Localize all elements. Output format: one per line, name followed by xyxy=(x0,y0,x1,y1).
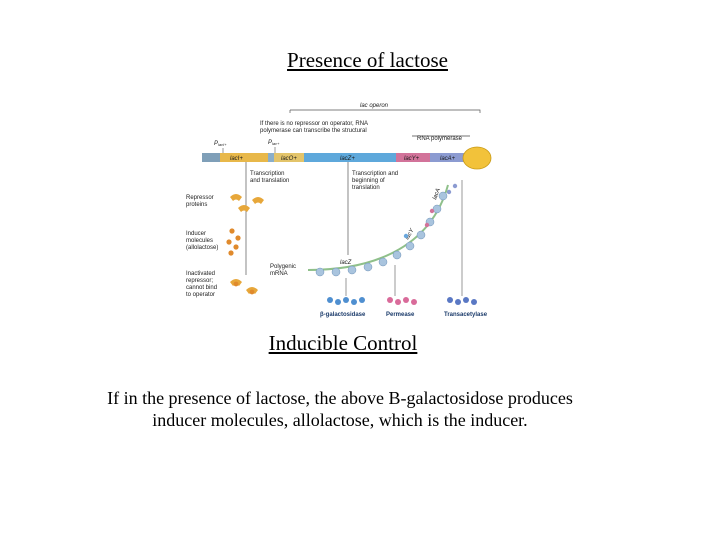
promoter-lac-label: Plac+ xyxy=(268,140,280,146)
mrna-strand xyxy=(307,184,449,271)
polygenic-label-2: mRNA xyxy=(270,271,288,277)
note-line-1: If there is no repressor on operator, RN… xyxy=(260,121,368,127)
product-arrows xyxy=(345,180,463,296)
nascent-proteins-icon xyxy=(403,183,458,239)
segment-lacz-label: lacZ+ xyxy=(340,156,355,162)
segment-lacy xyxy=(396,153,430,162)
body-line-2: inducer molecules, allolactose, which is… xyxy=(152,410,528,430)
segment-laco-label: lacO+ xyxy=(281,156,297,162)
segment-lacz xyxy=(304,153,396,162)
slide-title: Presence of lactose xyxy=(287,48,448,72)
slide-body: If in the presence of lactose, the above… xyxy=(0,387,680,431)
repressor-label-2: proteins xyxy=(186,202,207,208)
body-line-1: If in the presence of lactose, the above… xyxy=(107,388,573,408)
repressor-proteins-icon xyxy=(230,194,264,212)
dna-left-end xyxy=(202,153,220,162)
segment-laca xyxy=(430,153,470,162)
transcription-left-1: Transcription xyxy=(250,171,284,177)
inactivated-repressor-icon xyxy=(230,279,258,295)
transcription-right-3: translation xyxy=(352,185,380,191)
permease-label: Permease xyxy=(386,312,415,318)
permease-icon xyxy=(387,297,417,305)
segment-laci xyxy=(220,153,268,162)
transcription-right-1: Transcription and xyxy=(352,171,398,177)
segment-lacy-label: lacY+ xyxy=(404,156,420,162)
ribosomes-icon xyxy=(315,191,448,277)
repressor-label-1: Repressor xyxy=(186,195,214,201)
mrna-lacy-label: lacY xyxy=(405,227,417,241)
mrna-laca-label: lacA xyxy=(432,188,442,201)
transcription-left-2: and translation xyxy=(250,178,289,184)
slide-subtitle: Inducible Control xyxy=(268,331,418,355)
mrna-lacz-label: lacZ xyxy=(340,260,352,266)
transcription-right-2: beginning of xyxy=(352,178,385,184)
inducer-molecules-icon xyxy=(226,228,241,256)
segment-laca-label: lacA+ xyxy=(440,156,456,162)
dna-bar: lacI+ lacO+ lacZ+ lacY+ lacA+ xyxy=(202,153,484,162)
lac-operon-diagram: lac operon If there is no repressor on o… xyxy=(186,103,492,318)
inactivated-label-1: Inactivated xyxy=(186,271,215,277)
rna-polymerase-label: RNA polymerase xyxy=(417,136,463,142)
segment-plac xyxy=(268,153,274,162)
inducer-label-3: (allolactose) xyxy=(186,245,218,251)
transacetylase-label: Transacetylase xyxy=(444,312,488,318)
note-line-2: polymerase can transcribe the structural xyxy=(260,128,367,134)
beta-galactosidase-label: β-galactosidase xyxy=(320,312,366,318)
segment-laco xyxy=(274,153,304,162)
rna-polymerase-icon xyxy=(462,146,492,170)
inactivated-label-2: repressor; xyxy=(186,278,213,284)
inducer-label-2: molecules xyxy=(186,238,213,244)
segment-laci-label: lacI+ xyxy=(230,156,243,162)
promoter-laci-label: PlacI+ xyxy=(214,141,227,147)
polygenic-label-1: Polygenic xyxy=(270,264,296,270)
inducer-label-1: Inducer xyxy=(186,231,206,237)
transacetylase-icon xyxy=(447,297,477,305)
inactivated-label-3: cannot bind xyxy=(186,285,217,291)
beta-galactosidase-icon xyxy=(327,297,365,305)
operon-label: lac operon xyxy=(360,103,389,109)
inactivated-label-4: to operator xyxy=(186,292,215,298)
